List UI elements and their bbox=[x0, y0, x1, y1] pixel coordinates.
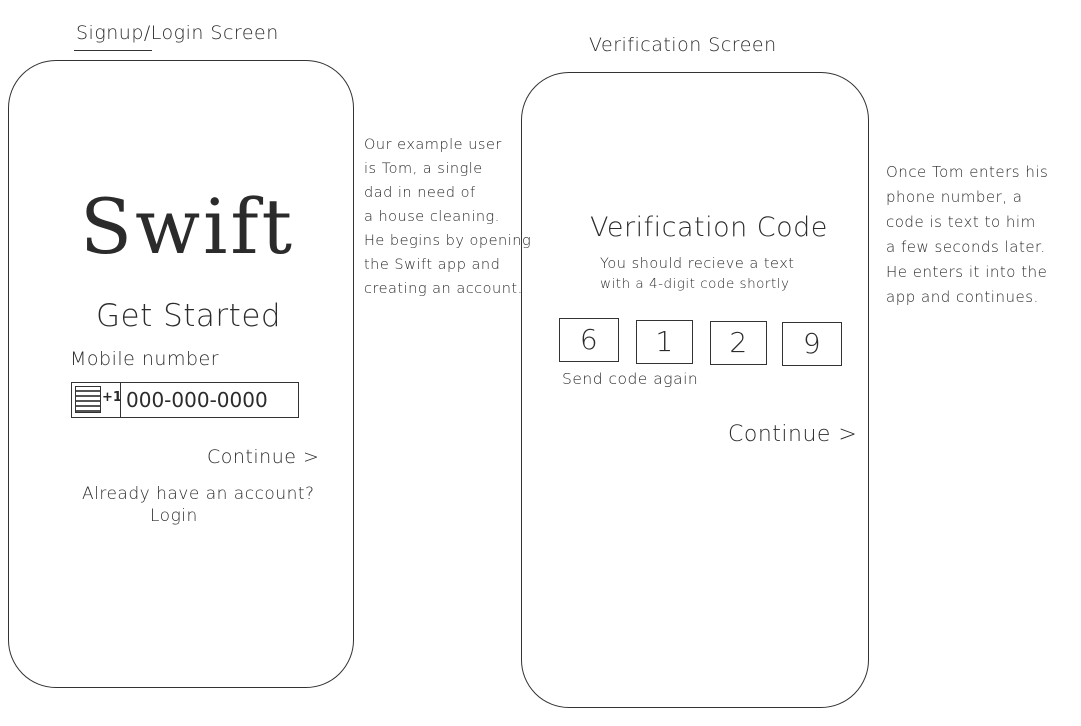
send-code-again-link[interactable]: Send code again bbox=[562, 370, 699, 388]
phone-number-input[interactable] bbox=[124, 385, 300, 415]
country-code: +1 bbox=[102, 390, 122, 405]
us-flag-icon[interactable] bbox=[75, 386, 101, 413]
title-underline bbox=[74, 50, 152, 51]
annotation-line: creating an account. bbox=[364, 281, 523, 297]
verification-screen-title: Verification Screen bbox=[589, 34, 777, 56]
verification-phone-frame bbox=[521, 72, 869, 708]
annotation-line: a house cleaning. bbox=[364, 209, 500, 225]
continue-button[interactable]: Continue > bbox=[207, 446, 320, 468]
annotation-line: He enters it into the bbox=[886, 263, 1048, 281]
annotation-line: He begins by opening bbox=[364, 233, 532, 249]
annotation-left: Our example user is Tom, a single dad in… bbox=[364, 133, 531, 301]
field-divider bbox=[120, 383, 121, 417]
annotation-line: Once Tom enters his bbox=[886, 163, 1049, 181]
verification-code-heading: Verification Code bbox=[590, 212, 828, 243]
brand-logo: Swift bbox=[80, 182, 296, 271]
annotation-line: code is text to him bbox=[886, 213, 1036, 231]
annotation-right: Once Tom enters his phone number, a code… bbox=[886, 160, 1048, 310]
annotation-line: phone number, a bbox=[886, 188, 1023, 206]
annotation-line: Our example user bbox=[364, 137, 502, 153]
phone-number-field: +1 bbox=[71, 382, 300, 418]
code-digit-input-4[interactable]: 9 bbox=[782, 322, 842, 366]
code-digit-input-3[interactable]: 2 bbox=[710, 321, 767, 365]
annotation-line: the Swift app and bbox=[364, 257, 501, 273]
login-link[interactable]: Login bbox=[150, 506, 198, 526]
annotation-line: is Tom, a single bbox=[364, 161, 483, 177]
verification-subtitle-line-2: with a 4-digit code shortly bbox=[600, 276, 790, 292]
annotation-line: a few seconds later. bbox=[886, 238, 1046, 256]
annotation-line: dad in need of bbox=[364, 185, 476, 201]
verification-subtitle-line-1: You should recieve a text bbox=[600, 256, 795, 272]
code-digit-input-1[interactable]: 6 bbox=[559, 318, 619, 362]
signup-phone-frame bbox=[8, 60, 354, 688]
already-have-account-text: Already have an account? bbox=[82, 484, 315, 504]
mobile-number-label: Mobile number bbox=[70, 348, 220, 370]
get-started-heading: Get Started bbox=[96, 298, 282, 334]
signup-screen-title: Signup/Login Screen bbox=[76, 22, 279, 44]
code-digit-input-2[interactable]: 1 bbox=[636, 320, 693, 364]
annotation-line: app and continues. bbox=[886, 288, 1039, 306]
verification-continue-button[interactable]: Continue > bbox=[728, 422, 858, 447]
